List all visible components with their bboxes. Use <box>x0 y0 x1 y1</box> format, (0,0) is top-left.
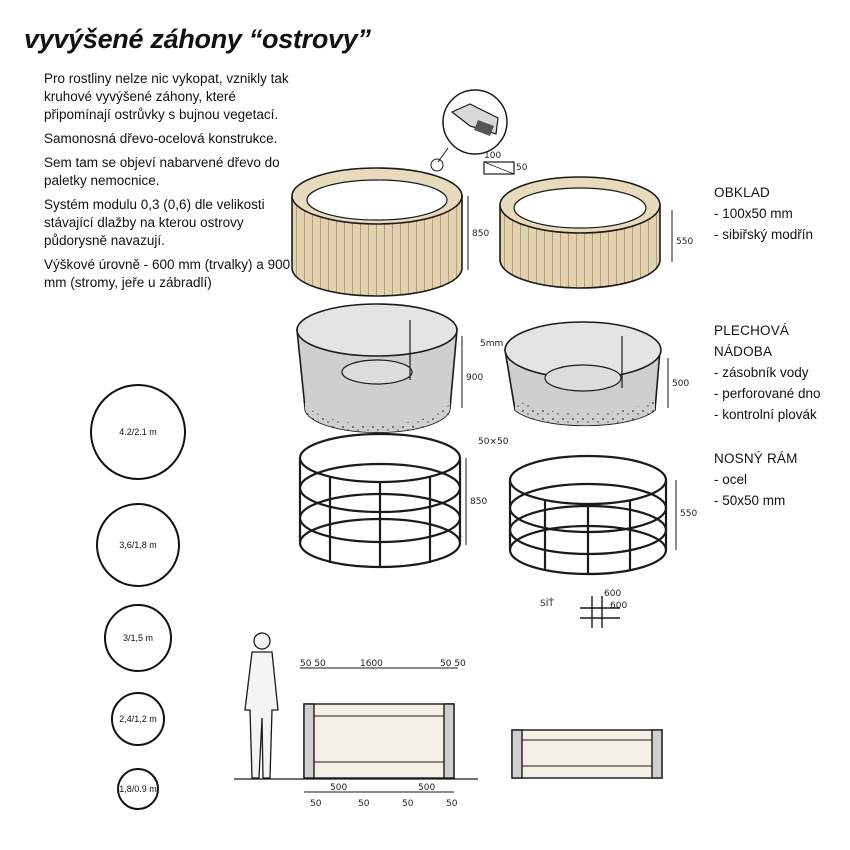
board-dim-label: 100 <box>484 151 501 161</box>
size-circle: 1,8/0.9 m <box>117 768 159 810</box>
cladding-item: - sibiřský modřín <box>714 227 814 242</box>
cladding-ring-large <box>291 167 463 297</box>
width-label: 1600 <box>360 659 383 669</box>
width-sub-label: 50 50 <box>300 659 326 669</box>
size-circle-label: 4.2/2.1 m <box>119 427 157 437</box>
steel-frame-small <box>508 454 668 576</box>
cladding-item: - 100x50 mm <box>714 206 793 221</box>
container-item: - perforované dno <box>714 386 821 401</box>
size-circle-label: 3,6/1,8 m <box>119 540 157 550</box>
size-circle-label: 2,4/1,2 m <box>119 714 157 724</box>
board-dim-label: 50 <box>516 163 528 173</box>
cladding-heading: OBKLAD <box>714 185 770 200</box>
page-title: vyvýšené záhony “ostrovy” <box>24 24 371 54</box>
dimension-marks <box>461 196 677 550</box>
container-section: PLECHOVÁ NÁDOBA - zásobník vody - perfor… <box>714 320 821 425</box>
cladding-ring-small <box>499 176 661 289</box>
bottom-dim-label: 50 <box>310 799 322 809</box>
section-large <box>300 667 458 779</box>
sheet-thickness-label: 5mm <box>480 339 503 349</box>
section-small <box>511 729 663 779</box>
board-profile: 100 50 <box>483 151 528 175</box>
description-paragraph: Samonosná dřevo-ocelová konstrukce. <box>44 131 278 146</box>
detail-bubble <box>430 89 508 172</box>
frame-section: NOSNÝ RÁM - ocel - 50x50 mm <box>714 448 798 511</box>
size-circle: 2,4/1,2 m <box>111 692 165 746</box>
profile-label: 50×50 <box>478 437 509 447</box>
grid-dim-label: 600 <box>610 601 627 611</box>
container-item: - zásobník vody <box>714 365 809 380</box>
width-sub-label: 50 50 <box>440 659 466 669</box>
height-label: 500 <box>672 379 689 389</box>
height-label: 550 <box>676 237 693 247</box>
description-paragraph: Systém modulu 0,3 (0,6) dle velikosti st… <box>44 197 265 248</box>
container-item: - kontrolní plovák <box>714 407 817 422</box>
frame-item: - 50x50 mm <box>714 493 786 508</box>
description-paragraph: Výškové úrovně - 600 mm (trvalky) a 900 … <box>44 257 291 290</box>
height-label: 850 <box>472 229 489 239</box>
description-paragraph: Pro rostliny nelze nic vykopat, vznikly … <box>44 71 289 122</box>
height-label: 850 <box>470 497 487 507</box>
metal-container-large <box>296 303 458 433</box>
frame-heading: NOSNÝ RÁM <box>714 451 798 466</box>
bottom-dim-label: 500 <box>330 783 347 793</box>
size-circle: 4.2/2.1 m <box>90 384 186 480</box>
metal-container-small <box>504 321 662 427</box>
bottom-dim-label: 50 <box>402 799 414 809</box>
grid-dim-label: 600 <box>604 589 621 599</box>
size-circle: 3/1,5 m <box>104 604 172 672</box>
container-heading-line1: PLECHOVÁ <box>714 323 790 338</box>
grid-label: SÍŤ <box>540 597 554 609</box>
human-figure <box>244 632 279 779</box>
size-circle: 3,6/1,8 m <box>96 503 180 587</box>
bottom-dim-label: 500 <box>418 783 435 793</box>
size-circle-label: 3/1,5 m <box>122 633 153 643</box>
steel-frame-large <box>298 432 462 569</box>
description-paragraph: Sem tam se objeví nabarvené dřevo do pal… <box>44 155 280 188</box>
grid-mark <box>580 596 620 628</box>
cladding-section: OBKLAD - 100x50 mm - sibiřský modřín <box>714 182 813 245</box>
frame-item: - ocel <box>714 472 748 487</box>
size-circle-label: 1,8/0.9 m <box>119 784 157 794</box>
container-heading-line2: NÁDOBA <box>714 344 773 359</box>
description: Pro rostliny nelze nic vykopat, vznikly … <box>44 70 294 298</box>
bottom-dim-label: 50 <box>358 799 370 809</box>
height-label: 550 <box>680 509 697 519</box>
height-label: 900 <box>466 373 483 383</box>
bottom-dim-label: 50 <box>446 799 458 809</box>
